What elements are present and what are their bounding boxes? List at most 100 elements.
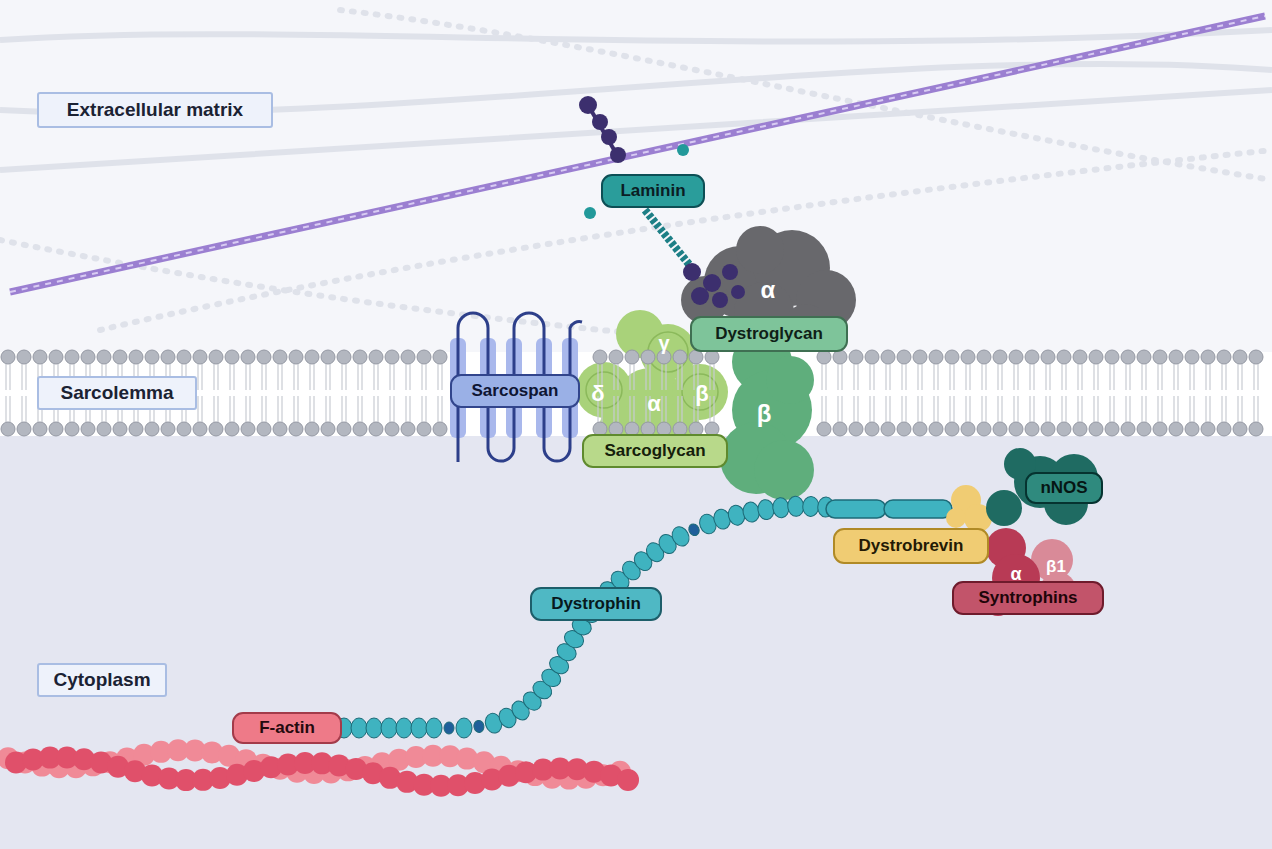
lipid-tail (1237, 396, 1238, 422)
lipid-head (433, 350, 447, 364)
lipid-tail (1029, 396, 1030, 422)
lipid-head (225, 350, 239, 364)
lipid-tail (309, 364, 310, 390)
protein-label: nNOS (1025, 472, 1103, 504)
lipid-head (1057, 422, 1071, 436)
lipid-head (1169, 350, 1183, 364)
protein-label: Syntrophins (952, 581, 1104, 615)
spectrin-repeat (772, 497, 790, 519)
lipid-head (17, 350, 31, 364)
dystrobrevin-blob (946, 485, 992, 532)
subunit-letter: β (695, 383, 708, 405)
lipid-tail (1081, 396, 1082, 422)
lipid-head (1137, 350, 1151, 364)
region-label: Cytoplasm (37, 663, 167, 697)
lipid-head (945, 422, 959, 436)
lipid-tail (1033, 364, 1034, 390)
region-label: Sarcolemma (37, 376, 197, 410)
lipid-head (1153, 350, 1167, 364)
lipid-tail (1141, 396, 1142, 422)
lipid-tail (649, 364, 650, 390)
lipid-tail (1013, 364, 1014, 390)
lipid-tail (681, 396, 682, 422)
lipid-tail (373, 396, 374, 422)
lipid-head (369, 350, 383, 364)
lipid-tail (917, 396, 918, 422)
lipid-tail (1221, 396, 1222, 422)
lipid-tail (425, 364, 426, 390)
lipid-head (81, 350, 95, 364)
lipid-head (353, 422, 367, 436)
lipid-tail (1001, 396, 1002, 422)
lipid-tail (965, 364, 966, 390)
lipid-tail (201, 364, 202, 390)
spectrin-repeat (757, 499, 776, 521)
lipid-tail (217, 396, 218, 422)
lipid-tail (1017, 396, 1018, 422)
lipid-head (1025, 422, 1039, 436)
lipid-head (321, 350, 335, 364)
lipid-tail (1129, 396, 1130, 422)
lipid-head (49, 422, 63, 436)
lipid-head (305, 422, 319, 436)
lipid-tail (1017, 364, 1018, 390)
lipid-head (977, 422, 991, 436)
lipid-tail (981, 364, 982, 390)
lipid-head (849, 350, 863, 364)
lipid-tail (709, 364, 710, 390)
lipid-tail (345, 364, 346, 390)
lipid-tail (293, 396, 294, 422)
lipid-tail (969, 364, 970, 390)
lipid-tail (901, 396, 902, 422)
dystrophin-path (340, 506, 826, 728)
lipid-head (401, 422, 415, 436)
lipid-tail (1225, 396, 1226, 422)
lipid-tail (953, 396, 954, 422)
lipid-tail (1257, 364, 1258, 390)
lipid-head (913, 350, 927, 364)
lipid-head (97, 350, 111, 364)
lipid-head (113, 422, 127, 436)
lipid-head (65, 422, 79, 436)
lipid-tail (329, 396, 330, 422)
lipid-tail (825, 364, 826, 390)
lipid-tail (389, 396, 390, 422)
lipid-tail (837, 364, 838, 390)
lipid-head (225, 422, 239, 436)
lipid-tail (249, 364, 250, 390)
lipid-tail (1177, 364, 1178, 390)
lipid-tail (1093, 396, 1094, 422)
lipid-tail (1161, 396, 1162, 422)
lipid-tail (693, 364, 694, 390)
lipid-bilayer (1, 350, 1263, 436)
lipid-tail (357, 396, 358, 422)
lipid-head (1201, 422, 1215, 436)
protein-label: Dystroglycan (690, 316, 848, 352)
lipid-tail (905, 364, 906, 390)
lipid-tail (841, 364, 842, 390)
lipid-tail (297, 364, 298, 390)
lipid-head (1217, 422, 1231, 436)
lipid-tail (325, 396, 326, 422)
protein-label: Laminin (601, 174, 705, 208)
lipid-head (993, 350, 1007, 364)
laminin-domains (579, 96, 626, 163)
lipid-tail (361, 396, 362, 422)
spectrin-repeat (687, 522, 701, 537)
lipid-tail (213, 396, 214, 422)
lipid-tail (25, 396, 26, 422)
lipid-tail (373, 364, 374, 390)
lipid-tail (265, 396, 266, 422)
lipid-tail (1077, 364, 1078, 390)
lipid-tail (917, 364, 918, 390)
spectrin-repeat (396, 718, 412, 738)
lipid-tail (1129, 364, 1130, 390)
lipid-head (833, 350, 847, 364)
lipid-tail (949, 364, 950, 390)
lipid-tail (885, 396, 886, 422)
lipid-head (673, 350, 687, 364)
lipid-head (289, 350, 303, 364)
lipid-tail (997, 396, 998, 422)
lipid-tail (969, 396, 970, 422)
